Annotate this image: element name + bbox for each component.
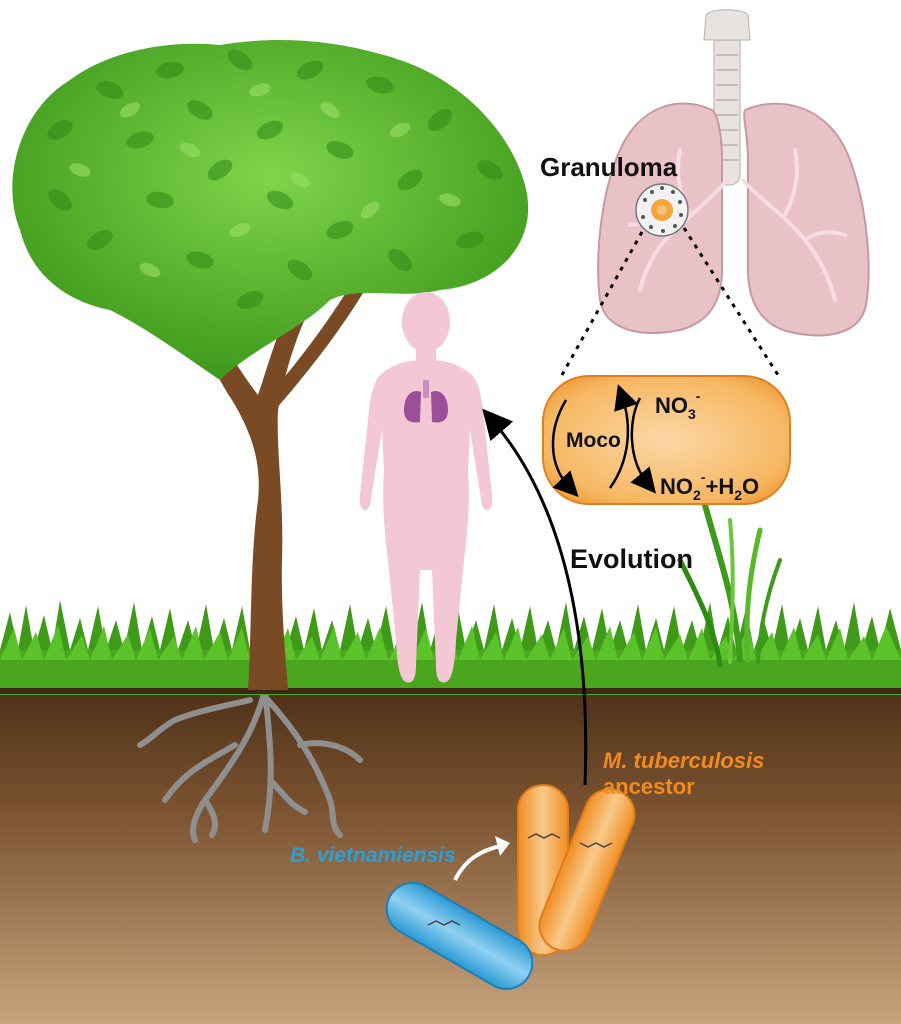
- b-vietnamiensis-bacterium: [385, 881, 534, 990]
- granuloma-label: Granuloma: [540, 152, 678, 182]
- tree-canopy: [12, 40, 529, 380]
- lungs-illustration: [597, 9, 870, 337]
- evolution-arrow: [482, 408, 588, 786]
- grass-tuft: [677, 502, 782, 668]
- human-lungs-icon: [404, 380, 448, 423]
- human-figure: [359, 292, 493, 683]
- nitrate-label: NO3-: [655, 388, 701, 422]
- moco-cycle-arrows: [551, 384, 656, 498]
- soil: [0, 690, 901, 1024]
- moco-label: Moco: [566, 429, 621, 452]
- zoom-lines: [560, 227, 780, 376]
- mtb-ancestor-label-line2: ancestor: [603, 774, 695, 799]
- b-vietnamiensis-label: B. vietnamiensis: [290, 844, 456, 867]
- mtb-ancestor-bacteria: [517, 784, 636, 956]
- gene-transfer-arrowhead: [495, 836, 510, 856]
- reaction-capsule: [542, 375, 791, 505]
- nitrite-water-label: NO2-+H2O: [660, 469, 759, 503]
- tree-roots: [137, 687, 363, 843]
- mtb-ancestor-label-line1: M. tuberculosis: [603, 748, 764, 773]
- granuloma-icon: [635, 183, 689, 237]
- evolution-label: Evolution: [570, 544, 693, 574]
